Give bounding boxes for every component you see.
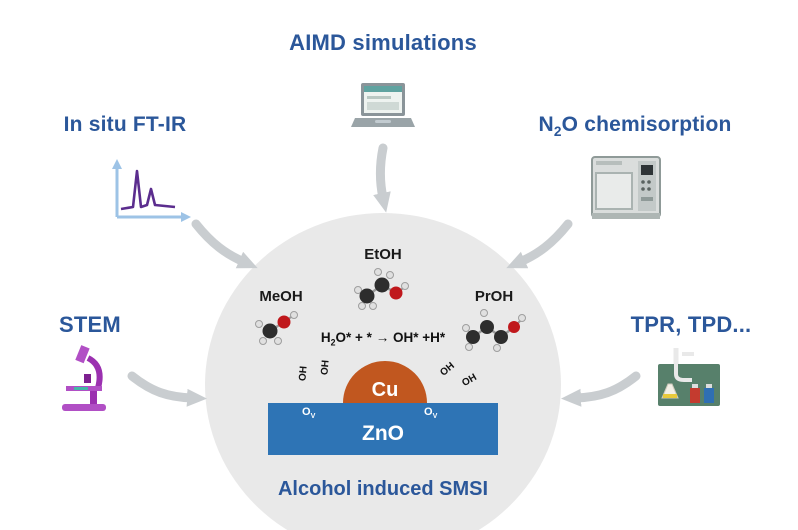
n2o-label-pre: N [538,113,554,136]
reaction-post: O* + * → OH* +H* [335,330,446,345]
meoh-molecule-icon [255,311,298,345]
ftir-label: In situ FT-IR [63,113,187,136]
ov-sub: V [310,412,316,421]
laptop-icon [351,83,415,127]
tpr-setup-icon [658,348,720,406]
microscope-icon [62,345,106,411]
instrument-icon [591,156,661,219]
arrow-aimd [373,143,391,213]
ov-pre: O [424,406,433,418]
surface-oh-label: OH [297,365,310,382]
arrow-n2o [506,219,573,269]
stem-label: STEM [59,312,121,337]
oxygen-vacancy-label: OV [424,406,437,420]
ftir-spectrum-icon [112,159,191,222]
ov-sub: V [432,412,438,421]
proh-label: PrOH [474,288,514,305]
arrow-stem [127,371,207,407]
etoh-molecule-icon [354,268,409,310]
aimd-label: AIMD simulations [289,30,477,55]
zno-label: ZnO [362,422,404,445]
meoh-label: MeOH [259,288,303,305]
n2o-label-post: O chemisorption [561,113,732,136]
reaction-pre: H [320,330,331,345]
figure-caption: Alcohol induced SMSI [277,478,488,500]
ov-pre: O [302,406,311,418]
proh-molecule-icon [462,309,526,352]
reaction-equation: H2O* + * → OH* +H* [283,330,483,348]
tpr-label: TPR, TPD... [630,312,752,337]
arrow-ftir [191,219,258,269]
n2o-label: N2O chemisorption [513,113,757,139]
cu-label: Cu [371,379,399,401]
reaction-sub: 2 [330,337,336,348]
surface-oh-label: OH [319,359,332,376]
n2o-label-sub: 2 [553,124,562,140]
zno-support: ZnO [268,403,498,455]
oxygen-vacancy-label: OV [302,406,315,420]
arrow-tpr [561,371,641,407]
etoh-label: EtOH [364,246,402,263]
